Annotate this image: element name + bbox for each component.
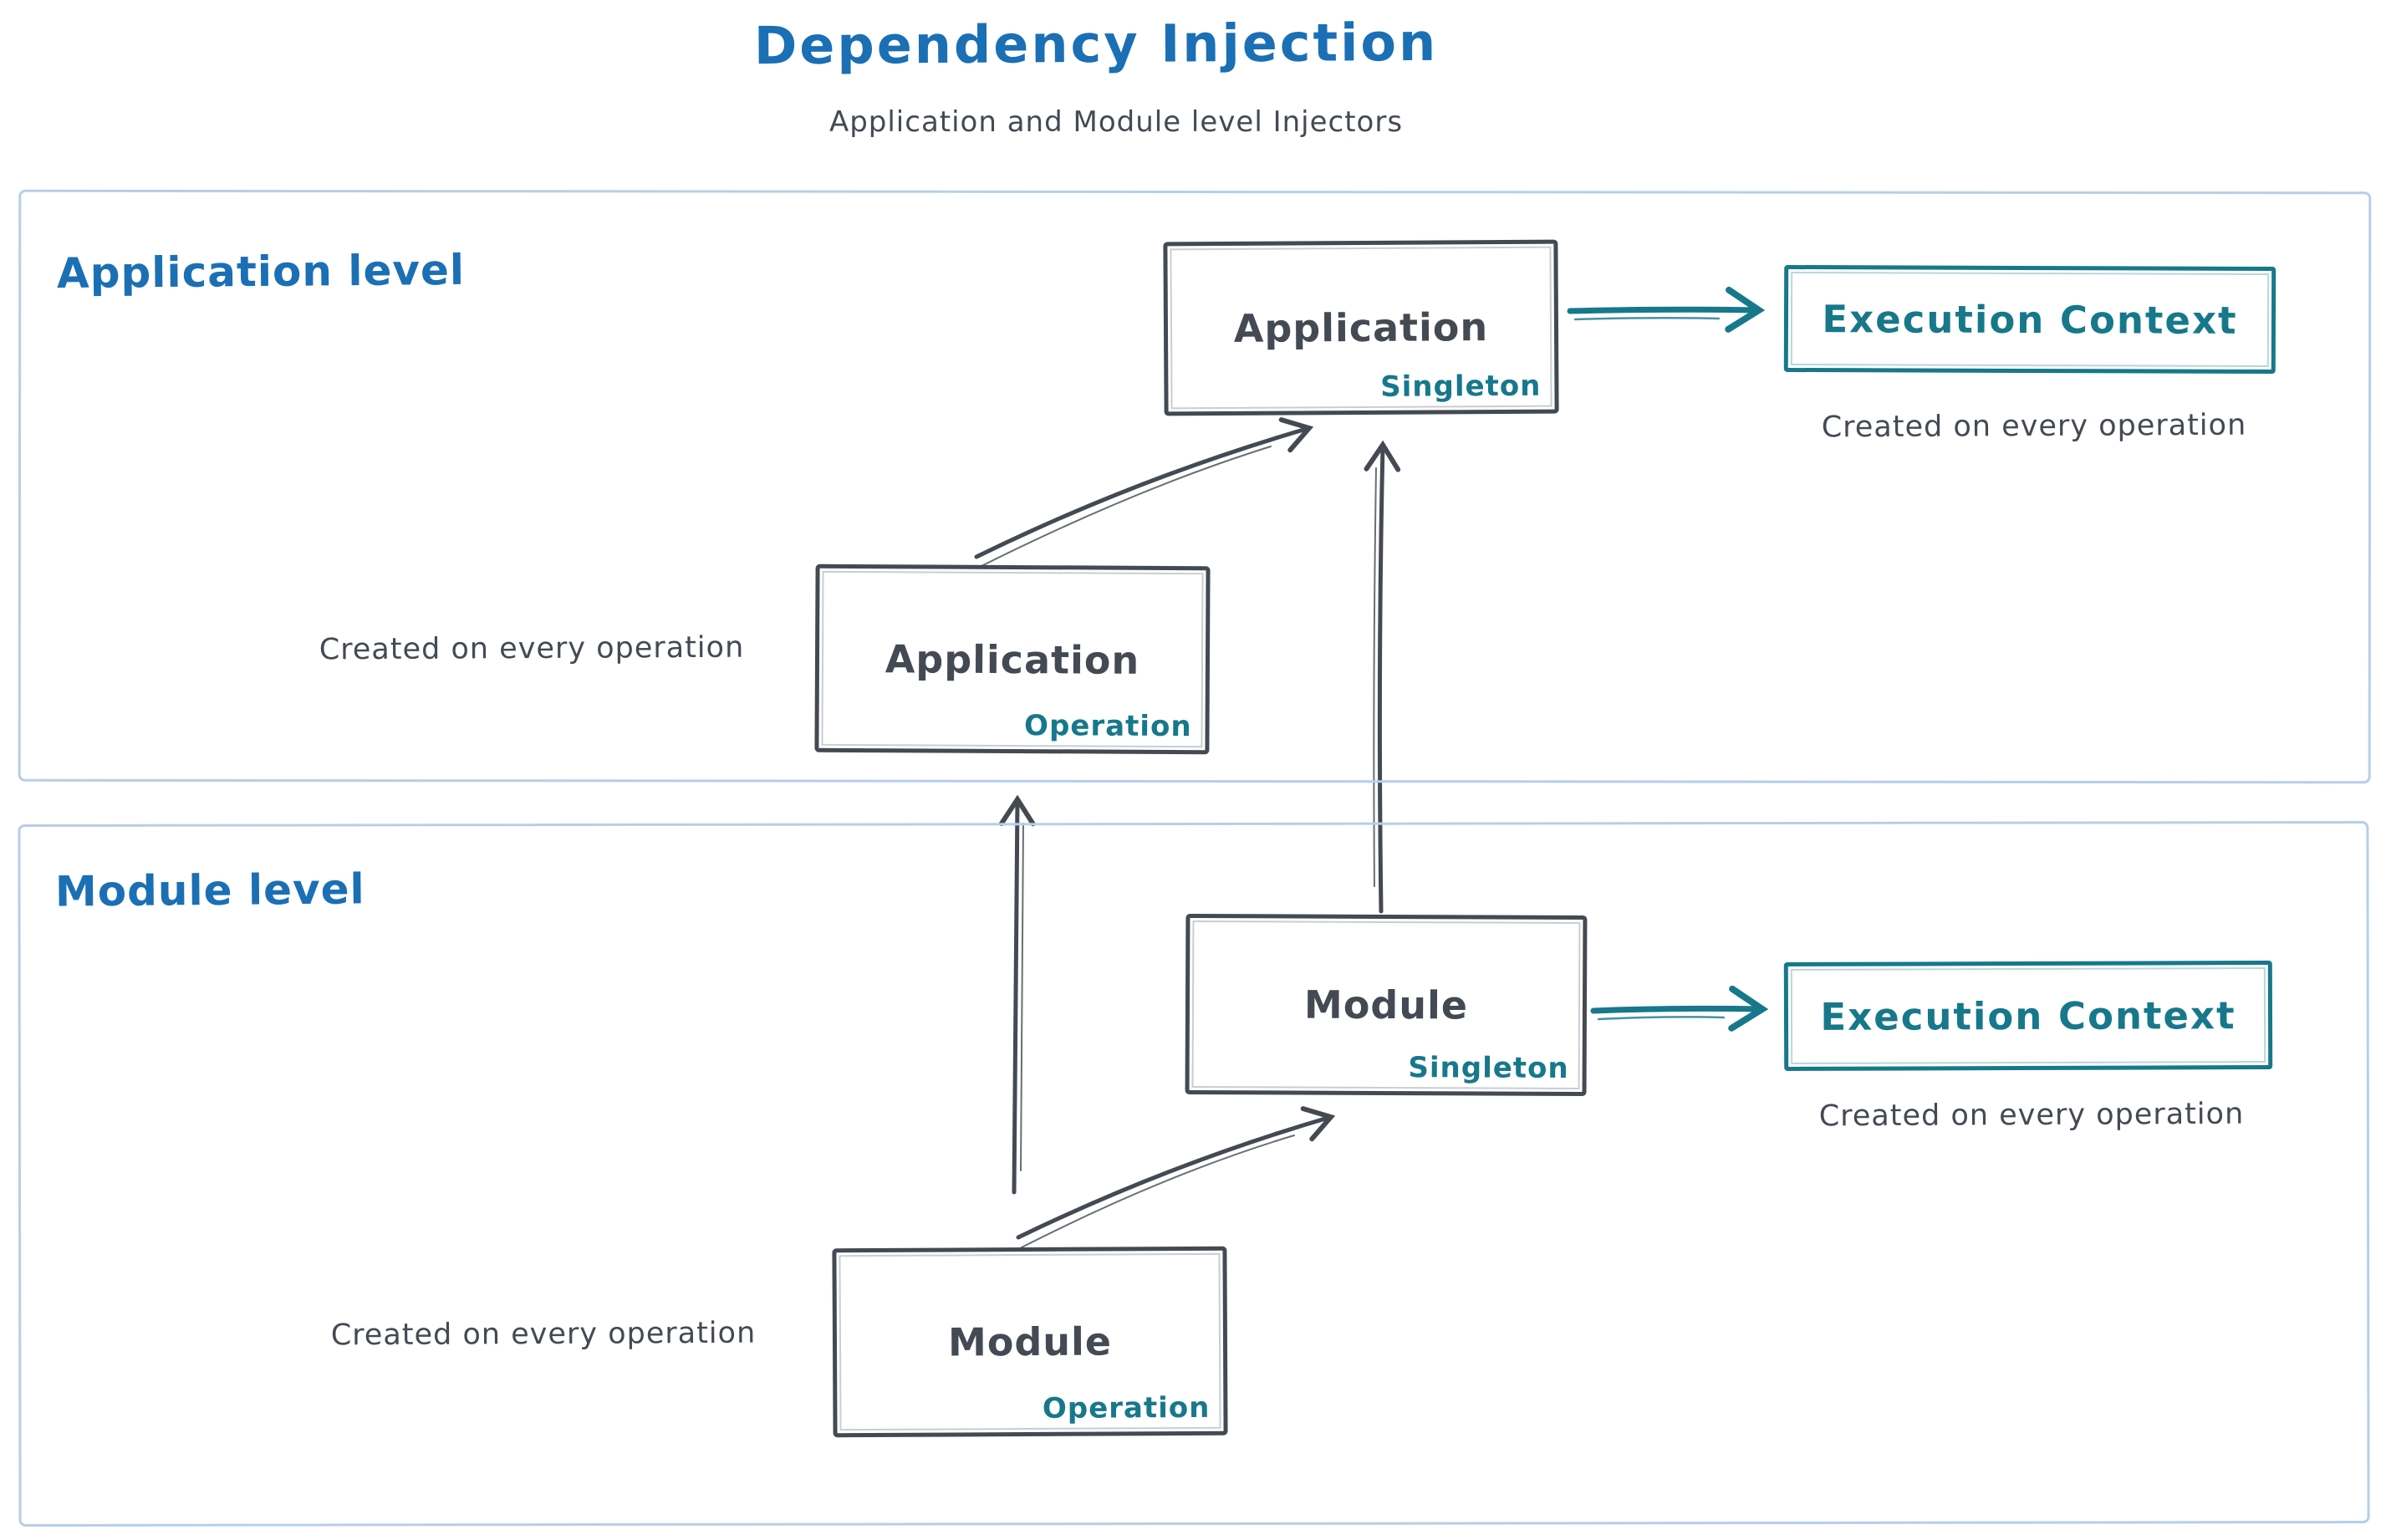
module-operation-title: Module (947, 1318, 1113, 1365)
module-operation-note: Created on every operation (330, 1316, 757, 1353)
application-operation-title: Application (885, 635, 1140, 683)
module-operation-box: Module Operation (832, 1246, 1228, 1438)
application-operation-note: Created on every operation (319, 630, 745, 667)
application-level-label: Application level (56, 245, 466, 298)
page-title: Dependency Injection (753, 11, 1439, 77)
application-execution-context-box: Execution Context (1783, 264, 2276, 375)
module-singleton-box: Module Singleton (1185, 913, 1588, 1097)
module-execution-context-box: Execution Context (1783, 960, 2273, 1072)
application-singleton-tag: Singleton (1380, 369, 1542, 404)
application-execution-context-note: Created on every operation (1821, 408, 2247, 445)
application-operation-box: Application Operation (814, 563, 1211, 755)
application-singleton-title: Application (1233, 304, 1489, 351)
module-singleton-title: Module (1303, 982, 1469, 1028)
application-singleton-box: Application Singleton (1163, 239, 1559, 416)
module-operation-tag: Operation (1042, 1390, 1211, 1425)
application-execution-context-label: Execution Context (1822, 296, 2238, 343)
module-execution-context-note: Created on every operation (1818, 1097, 2245, 1134)
application-operation-tag: Operation (1023, 709, 1192, 744)
module-level-label: Module level (54, 864, 365, 916)
page-subtitle: Application and Module level Injectors (828, 105, 1404, 139)
module-singleton-tag: Singleton (1408, 1051, 1569, 1085)
module-execution-context-label: Execution Context (1820, 992, 2236, 1039)
